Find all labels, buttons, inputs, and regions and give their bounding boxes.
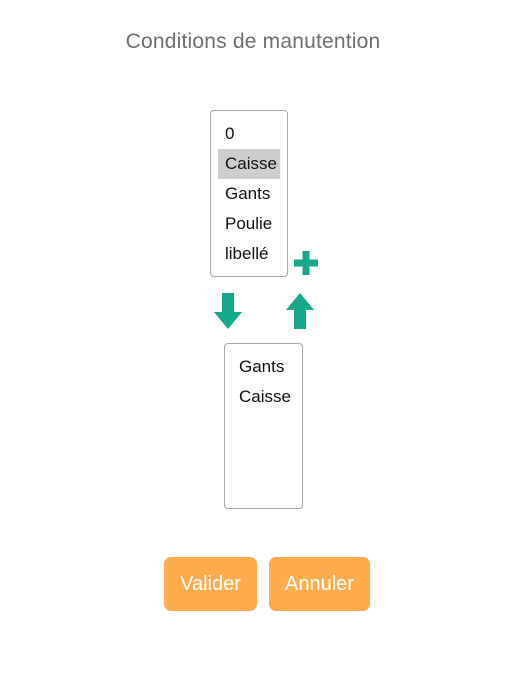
source-option-libelle[interactable]: libellé xyxy=(225,244,269,263)
add-plus-icon[interactable] xyxy=(292,250,320,276)
source-listbox[interactable]: 0 Caisse Gants Poulie libellé xyxy=(210,110,288,277)
target-option-caisse[interactable]: Caisse xyxy=(239,387,291,406)
page-title: Conditions de manutention xyxy=(125,30,381,53)
arrow-up-icon[interactable] xyxy=(285,292,315,330)
validate-button[interactable]: Valider xyxy=(164,557,257,611)
source-option-poulie[interactable]: Poulie xyxy=(225,214,273,233)
source-option-gants[interactable]: Gants xyxy=(225,184,271,203)
source-option-caisse[interactable]: Caisse xyxy=(218,149,280,179)
target-listbox[interactable]: Gants Caisse xyxy=(224,343,303,509)
source-option-0[interactable]: 0 xyxy=(225,124,235,143)
target-option-gants[interactable]: Gants xyxy=(239,357,285,376)
cancel-button[interactable]: Annuler xyxy=(269,557,370,611)
arrow-down-icon[interactable] xyxy=(213,292,243,330)
